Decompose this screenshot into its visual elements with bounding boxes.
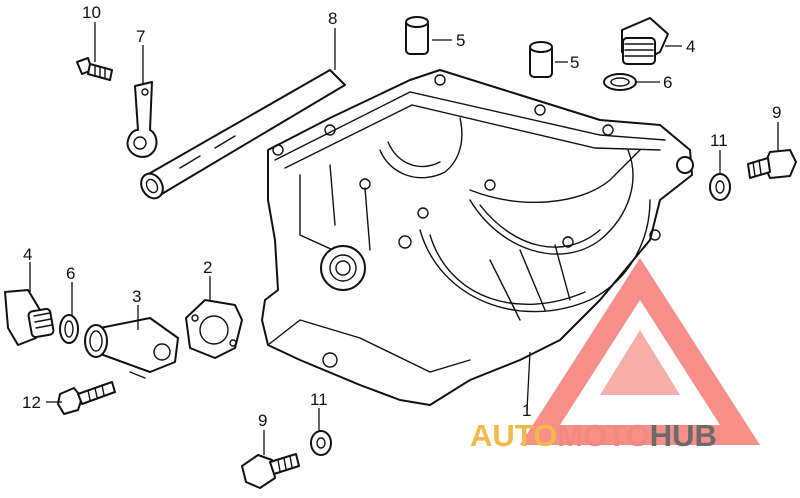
dowel-pin-a (405, 16, 429, 55)
o-ring-left (59, 314, 79, 344)
flange-bolt (57, 381, 116, 415)
crankcase (261, 69, 694, 406)
tube-clamp (126, 81, 158, 158)
callout-6-right: 6 (663, 73, 672, 92)
oil-tube-fitting (84, 317, 179, 379)
watermark-word-auto: AUTO (470, 418, 557, 453)
callout-3: 3 (132, 287, 141, 306)
callout-9-bottom: 9 (258, 411, 267, 430)
svg-text:AUTOMOTOHUB: AUTOMOTOHUB (470, 418, 717, 453)
dowel-pin-b (529, 41, 553, 78)
callout-11-bottom: 11 (310, 390, 328, 409)
callout-2: 2 (203, 258, 212, 277)
callout-4-left: 4 (23, 245, 32, 264)
callout-12: 12 (22, 393, 41, 412)
small-bolt (76, 57, 113, 81)
watermark-word-hub: HUB (650, 418, 717, 453)
callout-5-a: 5 (456, 31, 465, 50)
callout-8: 8 (328, 9, 337, 28)
watermark-logo: AUTOMOTOHUB (470, 418, 717, 453)
callout-1: 1 (522, 401, 531, 420)
sealing-washer-right (709, 173, 731, 201)
breather-tube (140, 69, 346, 200)
drain-bolt-bottom (241, 453, 300, 489)
callout-4-right: 4 (686, 37, 695, 56)
callout-11-right: 11 (710, 131, 728, 150)
watermark-triangle (520, 258, 760, 445)
o-ring-right (603, 73, 637, 91)
callout-10: 10 (82, 3, 101, 22)
flange-gasket (185, 299, 243, 359)
oil-filler-cap-right (621, 17, 669, 65)
callout-7: 7 (136, 27, 145, 46)
callout-6-left: 6 (66, 264, 75, 283)
oil-filler-cap-left (4, 289, 55, 346)
drain-bolt-right (747, 149, 797, 179)
callout-numbers: 10 7 8 5 5 4 6 11 9 4 6 3 2 12 9 11 1 (22, 3, 781, 430)
leader-lines (29, 22, 779, 455)
callout-5-b: 5 (570, 53, 579, 72)
watermark-word-moto: MOTO (557, 418, 649, 453)
callout-9-right: 9 (772, 103, 781, 122)
sealing-washer-bottom (310, 430, 332, 456)
